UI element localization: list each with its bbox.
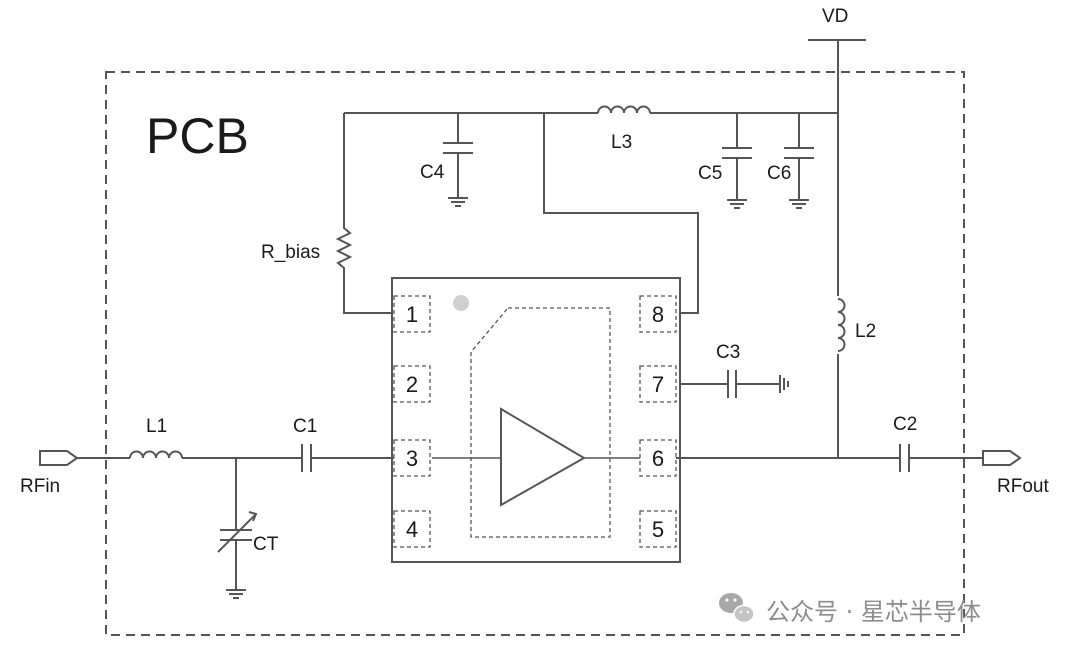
- c2-label: C2: [893, 414, 917, 435]
- r-bias-label: R_bias: [261, 242, 320, 263]
- svg-text:5: 5: [652, 517, 664, 542]
- die-outline: [470, 307, 611, 538]
- svg-text:1: 1: [406, 302, 418, 327]
- l1-label: L1: [146, 416, 167, 437]
- l1-inductor: [129, 450, 183, 459]
- pin-4: 4: [393, 510, 431, 548]
- ic-package: [391, 277, 681, 563]
- pin1-marker: [453, 295, 469, 311]
- ground-icon: [226, 589, 246, 599]
- pin-7: 7: [639, 365, 677, 403]
- svg-text:8: 8: [652, 302, 664, 327]
- watermark: 公众号 · 星芯半导体: [719, 593, 981, 626]
- l3-label: L3: [611, 132, 632, 153]
- wechat-icon: [719, 593, 755, 624]
- c6-capacitor: C6: [767, 113, 814, 209]
- l2-label: L2: [855, 321, 876, 342]
- output-network: C2 RFout: [676, 414, 1049, 497]
- rfin-port-icon: [39, 450, 79, 466]
- pin-5: 5: [639, 510, 677, 548]
- ground-icon: [448, 197, 468, 207]
- c6-label: C6: [767, 163, 791, 184]
- c5-label: C5: [698, 163, 722, 184]
- ground-icon: [779, 375, 789, 393]
- amplifier-triangle-icon: [500, 407, 586, 507]
- svg-text:3: 3: [406, 446, 418, 471]
- svg-text:6: 6: [652, 446, 664, 471]
- pin-3: 3: [393, 439, 431, 477]
- l3-inductor: [597, 105, 651, 114]
- pcb-label: PCB: [146, 108, 249, 164]
- pin-2: 2: [393, 365, 431, 403]
- r-bias-resistor: R_bias: [261, 113, 392, 314]
- c3-label: C3: [716, 342, 740, 363]
- ct-label: CT: [253, 534, 279, 555]
- pin8-supply-wire: [543, 113, 699, 314]
- pin-8: 8: [639, 295, 677, 333]
- ct-variable-capacitor: CT: [217, 458, 279, 599]
- pin-1: 1: [393, 295, 431, 333]
- watermark-text: 公众号 · 星芯半导体: [766, 598, 981, 626]
- l2-inductor: L2: [830, 296, 876, 354]
- ground-icon: [789, 199, 809, 209]
- vd-label: VD: [822, 6, 848, 27]
- bias-rail: L3: [344, 105, 838, 153]
- pcb-boundary: [105, 71, 965, 636]
- c5-capacitor: C5: [698, 113, 752, 209]
- svg-text:4: 4: [406, 517, 418, 542]
- ground-icon: [727, 199, 747, 209]
- input-network: RFin L1 C1: [20, 416, 394, 497]
- c4-capacitor: C4: [420, 113, 473, 207]
- pin-6: 6: [639, 439, 677, 477]
- c4-label: C4: [420, 162, 445, 183]
- rfin-label: RFin: [20, 476, 60, 497]
- c3-capacitor: C3: [680, 342, 789, 398]
- rfout-port-icon: [982, 450, 1022, 466]
- rfout-label: RFout: [997, 476, 1049, 497]
- svg-text:2: 2: [406, 372, 418, 397]
- amplifier-ic: 1 2 3 4 5 6 7 8: [391, 277, 681, 563]
- c1-label: C1: [293, 416, 317, 437]
- vd-supply: VD: [808, 6, 866, 458]
- svg-text:7: 7: [652, 372, 664, 397]
